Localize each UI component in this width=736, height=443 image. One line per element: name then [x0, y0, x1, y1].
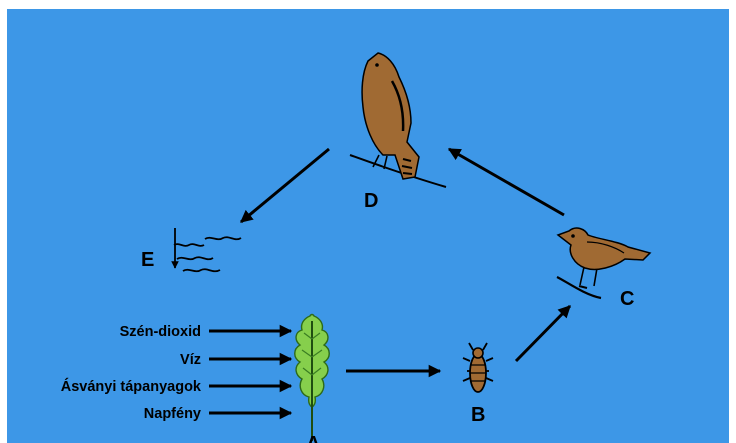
node-label-e: E: [141, 249, 154, 271]
node-label-b: B: [471, 404, 485, 426]
input-label-szen-dioxid: Szén-dioxid: [120, 324, 201, 340]
input-label-napfeny: Napfény: [144, 406, 201, 422]
food-chain-diagram: Szén-dioxid Víz Ásványi tápanyagok Napfé…: [7, 9, 729, 443]
input-label-viz: Víz: [180, 352, 201, 368]
node-label-a: A: [306, 433, 320, 443]
diagram-panel: Szén-dioxid Víz Ásványi tápanyagok Napfé…: [7, 9, 729, 443]
input-label-asvanyi-tapanyagok: Ásványi tápanyagok: [61, 378, 202, 395]
node-label-d: D: [364, 190, 378, 212]
node-label-c: C: [620, 288, 634, 310]
